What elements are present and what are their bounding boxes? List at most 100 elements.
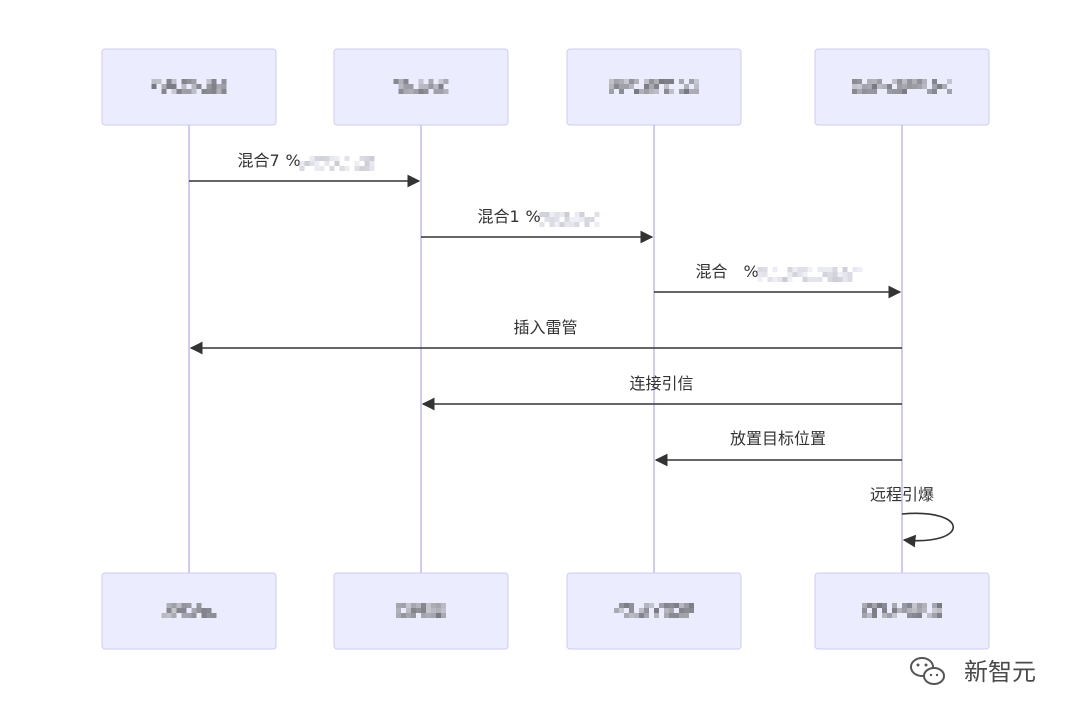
redacted-pixel <box>689 608 694 613</box>
redacted-pixel <box>334 161 340 166</box>
redacted-pixel <box>393 79 399 84</box>
redacted-pixel <box>609 84 614 89</box>
redacted-pixel <box>369 166 375 171</box>
redacted-pixel <box>609 89 614 94</box>
redacted-pixel <box>161 84 167 89</box>
redacted-pixel <box>802 277 808 282</box>
redacted-pixel <box>882 613 887 618</box>
redacted-pixel <box>629 613 634 618</box>
watermark: 新智元 <box>910 657 1036 686</box>
message-label: 混合1 <box>478 207 520 226</box>
redacted-pixel <box>364 166 370 171</box>
redacted-pixel <box>797 267 803 272</box>
redacted-pixel <box>201 608 207 613</box>
redacted-pixel <box>827 272 833 277</box>
redacted-pixel <box>171 603 177 608</box>
self-message-arrow <box>901 512 955 548</box>
redacted-pixel <box>757 272 763 277</box>
redacted-pixel <box>549 222 555 227</box>
redacted-pixel <box>191 89 197 94</box>
redacted-pixel <box>319 156 325 161</box>
redacted-pixel <box>441 608 446 613</box>
redacted-pixel <box>406 608 411 613</box>
redacted-pixel <box>398 84 404 89</box>
redacted-pixel <box>937 613 942 618</box>
redacted-pixel <box>559 222 565 227</box>
redacted-pixel <box>862 84 867 89</box>
redacted-pixel <box>334 156 340 161</box>
redacted-pixel <box>579 212 585 217</box>
redacted-pixel <box>664 84 669 89</box>
redacted-pixel <box>156 79 162 84</box>
message-4: 插入雷管 <box>189 318 902 355</box>
redacted-pixel <box>847 272 853 277</box>
redacted-pixel <box>549 217 555 222</box>
redacted-pixel <box>664 608 669 613</box>
redacted-pixel <box>206 84 212 89</box>
redacted-pixel <box>569 222 575 227</box>
redacted-pixel <box>669 79 674 84</box>
redacted-pixel <box>674 603 679 608</box>
redacted-pixel <box>416 608 421 613</box>
redacted-pixel <box>679 79 684 84</box>
redacted-pixel <box>181 84 187 89</box>
redacted-pixel <box>396 613 401 618</box>
redacted-pixel <box>166 603 172 608</box>
redacted-pixel <box>862 608 867 613</box>
redacted-pixel <box>401 603 406 608</box>
redacted-pixel <box>166 613 172 618</box>
watermark-text: 新智元 <box>964 658 1036 686</box>
redacted-pixel <box>176 608 182 613</box>
redacted-pixel <box>344 166 350 171</box>
redacted-pixel <box>947 89 952 94</box>
redacted-pixel <box>837 277 843 282</box>
redacted-pixel <box>354 166 360 171</box>
redacted-pixel <box>917 79 922 84</box>
redacted-pixel <box>797 272 803 277</box>
redacted-pixel <box>832 272 838 277</box>
redacted-pixel <box>423 89 429 94</box>
redacted-pixel <box>428 84 434 89</box>
redacted-pixel <box>892 608 897 613</box>
redacted-pixel <box>426 613 431 618</box>
redacted-pixel <box>211 79 217 84</box>
redacted-pixel <box>544 212 550 217</box>
redacted-pixel <box>171 79 177 84</box>
participant-top-3 <box>566 48 742 126</box>
redacted-pixel <box>569 217 575 222</box>
redacted-pixel <box>619 603 624 608</box>
redacted-pixel <box>211 613 217 618</box>
redacted-pixel <box>892 89 897 94</box>
redacted-pixel <box>922 79 927 84</box>
redacted-pixel <box>624 603 629 608</box>
redacted-pixel <box>639 608 644 613</box>
redacted-pixel <box>441 613 446 618</box>
redacted-pixel <box>827 277 833 282</box>
redacted-pixel <box>539 212 545 217</box>
redacted-pixel <box>359 156 365 161</box>
redacted-pixel <box>689 89 694 94</box>
redacted-pixel <box>314 156 320 161</box>
redacted-pixel <box>644 608 649 613</box>
redacted-pixel <box>694 89 699 94</box>
redacted-pixel <box>324 156 330 161</box>
redacted-pixel <box>216 84 222 89</box>
redacted-pixel <box>902 79 907 84</box>
redacted-pixel <box>181 608 187 613</box>
redacted-pixel <box>802 272 808 277</box>
redacted-pixel <box>161 89 167 94</box>
redacted-pixel <box>907 603 912 608</box>
redacted-pixel <box>416 603 421 608</box>
redacted-pixel <box>629 79 634 84</box>
redacted-pixel <box>574 217 580 222</box>
redacted-pixel <box>912 608 917 613</box>
redacted-pixel <box>186 613 192 618</box>
participant-top-1 <box>101 48 277 126</box>
redacted-pixel <box>917 608 922 613</box>
redacted-pixel <box>679 89 684 94</box>
wechat-icon <box>910 657 945 685</box>
redacted-pixel <box>694 79 699 84</box>
redacted-pixel <box>396 603 401 608</box>
redacted-pixel <box>852 267 858 272</box>
redacted-pixel <box>441 603 446 608</box>
